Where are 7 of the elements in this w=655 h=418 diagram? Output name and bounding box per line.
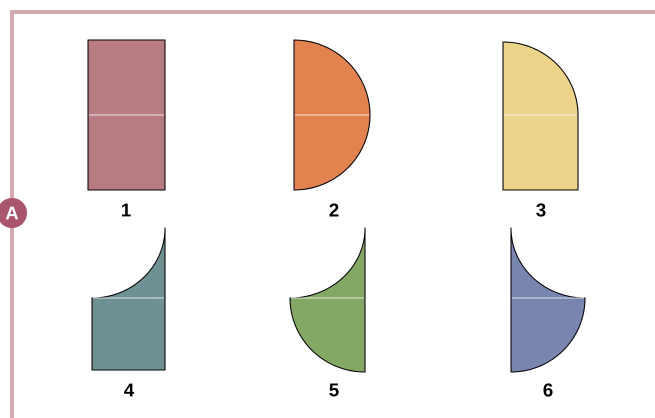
shape-number: 4: [124, 384, 134, 396]
shape-number: 6: [544, 383, 553, 397]
shape-number: 3: [536, 203, 546, 217]
shape-number: 2: [329, 203, 338, 217]
shape-number: 1: [122, 204, 131, 216]
letter-badge: A: [0, 198, 27, 228]
shape-number: 5: [329, 384, 339, 397]
